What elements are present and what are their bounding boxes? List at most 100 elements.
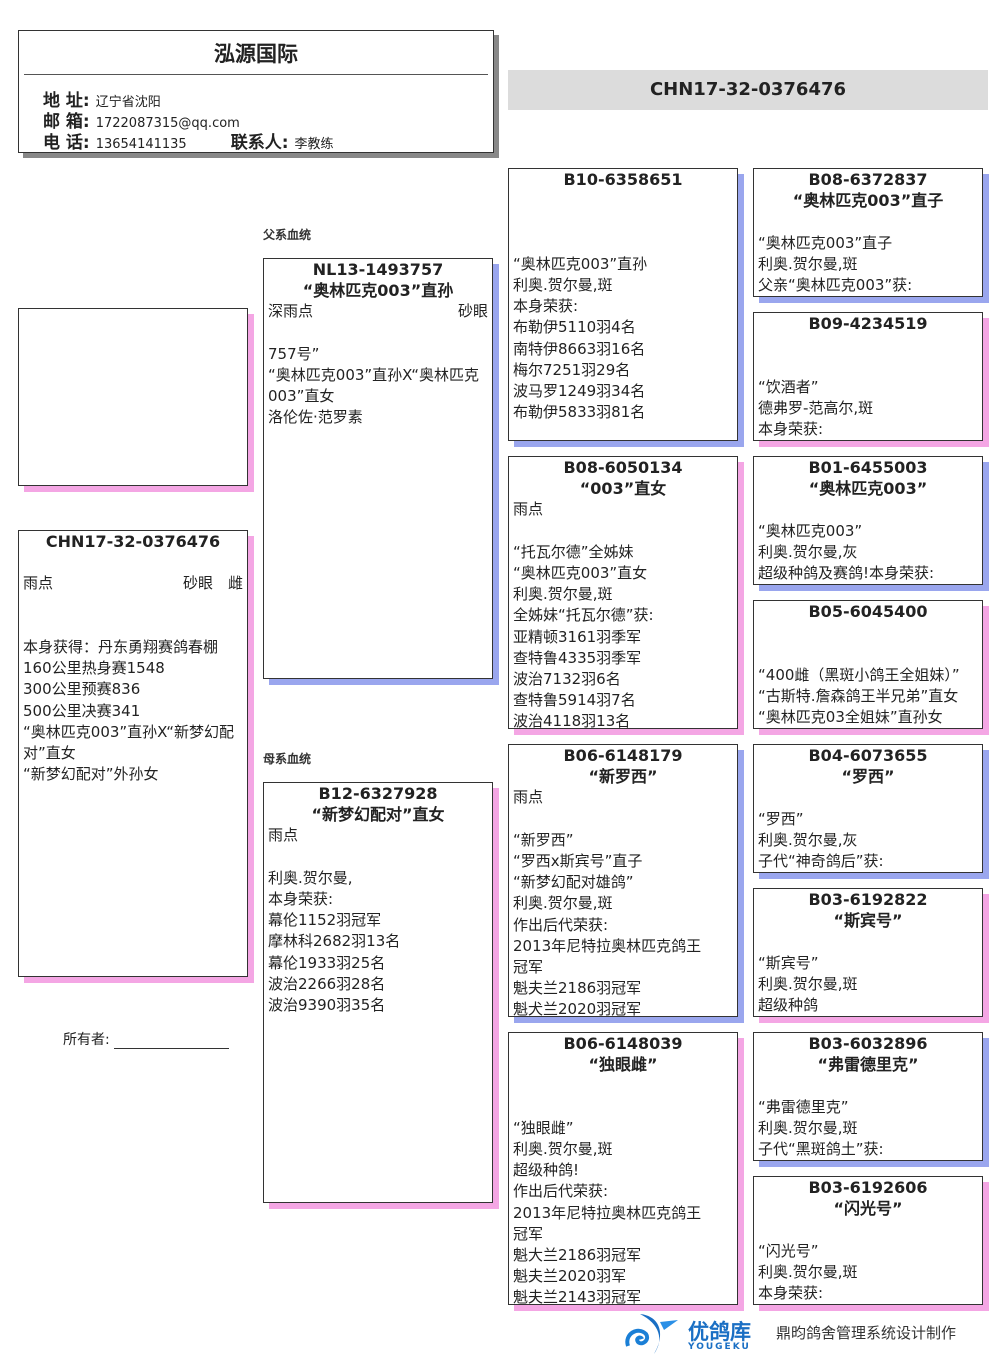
info-line: 作出后代荣获: <box>513 915 609 934</box>
info-line: 利奥.贺尔曼,灰 <box>758 542 858 561</box>
info-line: 757号” <box>268 344 320 363</box>
ring-number: B01-6455003 <box>808 458 928 477</box>
divider <box>24 74 488 75</box>
info-line <box>758 643 978 664</box>
info-line: 魁大兰2186羽冠军 <box>513 1245 642 1264</box>
pigeon-card-sds: B01-6455003 “奥林匹克003” “奥林匹克003” 利奥.贺尔曼,灰超级种… <box>753 456 983 585</box>
brand-sub: YOUGEKU <box>688 1342 751 1352</box>
ring-number: B08-6372837 <box>808 170 928 189</box>
phone-label: 电 话: <box>43 133 90 153</box>
info-line: 2013年尼特拉奥林匹克鸽王 <box>513 1203 702 1222</box>
info-line: 本身荣获: <box>268 889 334 908</box>
info-line: 全姊妹“托瓦尔德”获: <box>513 606 654 625</box>
info-line <box>513 521 733 542</box>
info-line: “奥林匹克003”直孙X“奥林匹克 <box>268 365 480 384</box>
info-line: “斯宾号” <box>758 953 819 972</box>
pigeon-card-ss: B10-6358651“奥林匹克003”直孙利奥.贺尔曼,斑本身荣获:布勒伊51… <box>508 168 738 441</box>
pigeon-name: “奥林匹克003” <box>808 479 928 499</box>
info-line: 003”直女 <box>268 387 335 406</box>
info-line: 冠军 <box>513 1224 544 1243</box>
brand-name: 优鸽库 <box>688 1320 751 1344</box>
info-line: “闪光号” <box>758 1241 819 1260</box>
info-line: “400雌（黑斑小鸽王全姐妹）” <box>758 665 960 684</box>
ring-number: CHN17-32-0376476 <box>45 532 221 551</box>
pigeon-name: “斯宾号” <box>833 911 903 931</box>
info-line: 利奥.贺尔曼,斑 <box>513 585 613 604</box>
info-line <box>513 1097 733 1118</box>
pigeon-card-ds: B06-6148179“新罗西”雨点“新罗西”“罗西x斯宾号”直子“新梦幻配对雄… <box>508 744 738 1017</box>
info-line: 500公里决赛341 <box>23 701 141 720</box>
plumage-color: 深雨点 <box>268 302 314 321</box>
info-line: 超级种鸽 <box>758 995 819 1014</box>
info-line <box>513 809 733 830</box>
pigeon-name: “新罗西” <box>588 767 658 787</box>
info-line: 利奥.贺尔曼,斑 <box>758 974 858 993</box>
info-line <box>23 595 243 616</box>
breeder-info-box: 泓源国际 地 址:辽宁省沈阳 邮 箱:1722087315@qq.com 电 话… <box>18 30 494 153</box>
info-line: 160公里热身赛1548 <box>23 659 165 678</box>
info-line: 德弗罗-范高尔,斑 <box>758 398 874 417</box>
info-line <box>758 334 978 355</box>
info-line: 布勒伊5110羽4名 <box>513 318 636 337</box>
info-line: 利奥.贺尔曼,斑 <box>758 1262 858 1281</box>
info-line: “奥林匹克03全姐妹”直孙女 <box>758 707 943 726</box>
info-line: 作出后代荣获: <box>513 1182 609 1201</box>
info-line: 对”直女 <box>23 743 76 762</box>
address-label: 地 址: <box>43 91 90 111</box>
pigeon-name: “罗西” <box>841 767 895 787</box>
pigeon-card-dd: B06-6148039“独眼雌”“独眼雌”利奥.贺尔曼,斑超级种鸽!作出后代荣获… <box>508 1032 738 1305</box>
owner-label: 所有者: <box>63 1032 110 1048</box>
contact-label: 联系人: <box>230 133 289 153</box>
info-line: 波治4118羽13名 <box>513 712 631 729</box>
info-line: 摩林科2682羽13名 <box>268 932 401 951</box>
owner-field: 所有者: <box>63 1029 229 1049</box>
pigeon-card-ddd: B03-6192606“闪光号”“闪光号”利奥.贺尔曼,斑本身荣获: <box>753 1176 983 1305</box>
info-line: “新梦幻配对雄鸽” <box>513 873 634 892</box>
info-line: 本身获得：丹东勇翔赛鸽春棚 <box>23 637 219 656</box>
photo-placeholder <box>18 308 248 486</box>
pigeon-card-dsd: B03-6192822“斯宾号”“斯宾号”利奥.贺尔曼,斑超级种鸽 <box>753 888 983 1017</box>
info-line: 300公里预赛836 <box>23 680 141 699</box>
plumage-color: 雨点 <box>23 574 54 593</box>
info-line: 利奥.贺尔曼, <box>268 868 353 887</box>
info-line: 波治2266羽28名 <box>268 974 386 993</box>
info-line: 波马罗1249羽34名 <box>513 381 646 400</box>
info-line: “独眼雌” <box>513 1118 574 1137</box>
dam-section-label: 母系血统 <box>263 752 312 766</box>
email-value: 1722087315@qq.com <box>95 116 240 131</box>
info-line: 子代“黑斑鸽土”获: <box>758 1139 884 1158</box>
email-row: 邮 箱: 1722087315@qq.com <box>43 107 240 132</box>
ring-number: B10-6358651 <box>563 170 683 189</box>
pigeon-name: “奥林匹克003”直子 <box>792 191 944 211</box>
info-line <box>513 1075 733 1096</box>
info-line: 利奥.贺尔曼,斑 <box>513 1139 613 1158</box>
info-line: “奥林匹克003”直女 <box>513 563 648 582</box>
info-line: “奥林匹克003”直孙X“新梦幻配 <box>23 722 235 741</box>
pigeon-card-dam: B12-6327928“新梦幻配对”直女雨点利奥.贺尔曼,本身荣获:幕伦1152… <box>263 782 493 1203</box>
info-line <box>758 211 978 232</box>
info-line: “奥林匹克003” <box>758 521 863 540</box>
info-line: 超级种鸽及赛鸽!本身荣获: <box>758 563 935 582</box>
info-line: 波治9390羽35名 <box>268 995 386 1014</box>
info-line: “饮酒者” <box>758 377 819 396</box>
pigeon-name: “003”直女 <box>579 479 667 499</box>
info-line: 洛伦佐·范罗素 <box>268 408 363 427</box>
info-line: 雨点 <box>268 826 299 845</box>
info-line: 本身荣获: <box>513 297 579 316</box>
pigeon-name: “奥林匹克003”直孙 <box>302 281 454 301</box>
info-line: 魁夫兰2186羽冠军 <box>513 979 642 998</box>
email-label: 邮 箱: <box>43 112 90 132</box>
pigeon-card-dss: B04-6073655“罗西”“罗西”利奥.贺尔曼,灰子代“神奇鸽后”获: <box>753 744 983 873</box>
color-eye-row: 深雨点砂眼 <box>268 301 488 322</box>
info-line <box>23 552 243 573</box>
pigeon-card-sss: B08-6372837“奥林匹克003”直子“奥林匹克003”直子利奥.贺尔曼,… <box>753 168 983 297</box>
info-line: 利奥.贺尔曼,斑 <box>758 1118 858 1137</box>
info-line: 雨点 <box>513 500 544 519</box>
ring-number: B05-6045400 <box>808 602 928 621</box>
info-line: 父亲“奥林匹克003”获: <box>758 275 913 294</box>
info-line: 幕伦1152羽冠军 <box>268 911 382 930</box>
info-line: 亚精顿3161羽季军 <box>513 627 642 646</box>
info-line: 本身荣获: <box>758 1283 824 1302</box>
info-line: “罗西x斯宾号”直子 <box>513 851 643 870</box>
